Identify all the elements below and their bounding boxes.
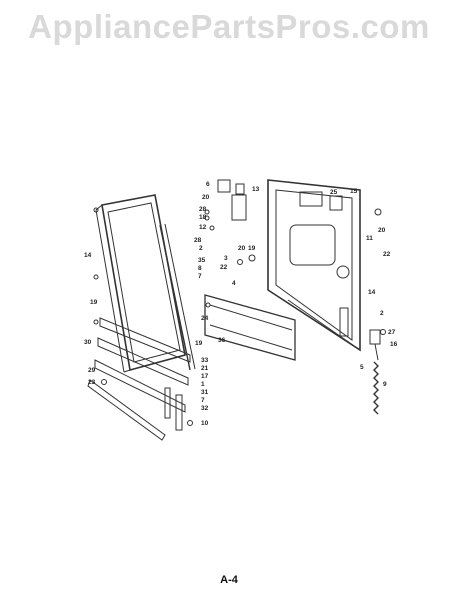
callout: 7 <box>198 273 202 280</box>
callout: 28 <box>199 206 207 213</box>
callout: 10 <box>201 420 209 427</box>
callout: 6 <box>206 181 210 188</box>
door-spring <box>373 361 379 415</box>
page-number: A-4 <box>220 574 238 586</box>
callout: 19 <box>90 299 98 306</box>
callout: 16 <box>390 341 398 348</box>
callout: 31 <box>201 389 209 396</box>
callout: 25 <box>330 189 338 196</box>
callout: 7 <box>201 397 205 404</box>
callout: 17 <box>201 373 209 380</box>
callout: 32 <box>201 405 209 412</box>
callout-labels: 6 20 13 25 15 28 18 12 28 2 11 20 14 35 … <box>84 181 398 427</box>
callout: 22 <box>383 251 391 258</box>
callout: 28 <box>194 237 202 244</box>
hinge-assembly <box>204 179 247 231</box>
inner-door-panel <box>267 179 361 352</box>
callout: 29 <box>88 367 96 374</box>
callout: 33 <box>201 357 209 364</box>
callout: 11 <box>366 235 373 242</box>
callout: 27 <box>388 329 396 336</box>
watermark: AppliancePartsPros.com <box>28 8 430 45</box>
vertical-brackets <box>164 387 183 431</box>
callout: 18 <box>199 214 207 221</box>
callout: 2 <box>199 245 203 252</box>
callout: 2 <box>380 310 384 317</box>
inner-rail <box>204 294 296 361</box>
callout: 19 <box>195 340 203 347</box>
callout: 13 <box>252 186 260 193</box>
callout: 8 <box>198 265 202 272</box>
side-trim-strip <box>159 223 196 371</box>
hinge-arm <box>339 307 381 361</box>
callout: 15 <box>350 188 358 195</box>
callout: 20 <box>238 245 246 252</box>
callout: 19 <box>248 245 256 252</box>
callout: 1 <box>201 381 205 388</box>
callout: 12 <box>199 224 207 231</box>
callout: 9 <box>383 381 387 388</box>
callout: 3 <box>224 255 228 262</box>
lower-trim-strips <box>87 317 191 441</box>
callout: 30 <box>84 339 92 346</box>
callout: 14 <box>84 252 92 259</box>
callout: 5 <box>360 364 364 371</box>
callout: 23 <box>88 379 96 386</box>
callout: 22 <box>220 264 228 271</box>
callout: 21 <box>201 365 209 372</box>
small-fasteners <box>93 207 386 426</box>
callout: 20 <box>378 227 386 234</box>
callout: 36 <box>218 337 226 344</box>
outer-door-panel <box>95 194 186 373</box>
callout: 14 <box>368 289 376 296</box>
callout: 4 <box>232 280 236 287</box>
callout: 20 <box>202 194 210 201</box>
callout: 35 <box>198 257 206 264</box>
callout: 24 <box>201 315 209 322</box>
